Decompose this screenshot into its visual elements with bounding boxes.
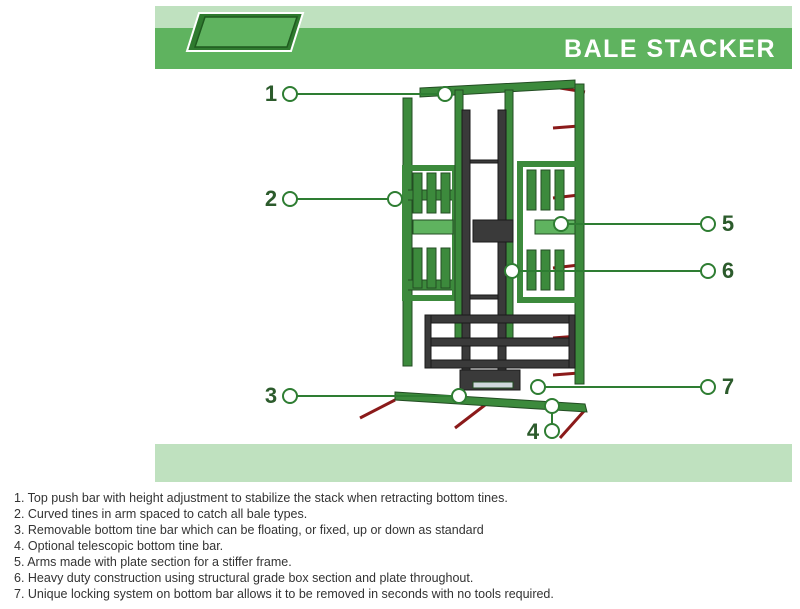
callout-4: 4 [526, 419, 540, 444]
note-7: 7. Unique locking system on bottom bar a… [14, 587, 554, 601]
note-3: 3. Removable bottom tine bar which can b… [14, 523, 484, 537]
page-title: BALE STACKER [564, 35, 776, 63]
callout-1: 1 [264, 81, 278, 106]
callout-2: 2 [264, 186, 278, 211]
prodig-logo [185, 11, 305, 53]
note-6: 6. Heavy duty construction using structu… [14, 571, 474, 585]
header: BALE STACKER [155, 6, 792, 69]
note-4: 4. Optional telescopic bottom tine bar. [14, 539, 224, 553]
note-2: 2. Curved tines in arm spaced to catch a… [14, 507, 308, 521]
note-5: 5. Arms made with plate section for a st… [14, 555, 292, 569]
footer-band [155, 444, 792, 482]
callout-6: 6 [721, 258, 735, 283]
callout-5: 5 [721, 211, 735, 236]
callout-3: 3 [264, 383, 278, 408]
callout-7: 7 [721, 374, 735, 399]
feature-notes: 1. Top push bar with height adjustment t… [14, 490, 794, 602]
callout-lines [297, 93, 702, 426]
callout-markers [282, 86, 716, 439]
bale-stacker-diagram: 1 2 3 4 5 6 7 [155, 70, 792, 444]
note-1: 1. Top push bar with height adjustment t… [14, 491, 508, 505]
